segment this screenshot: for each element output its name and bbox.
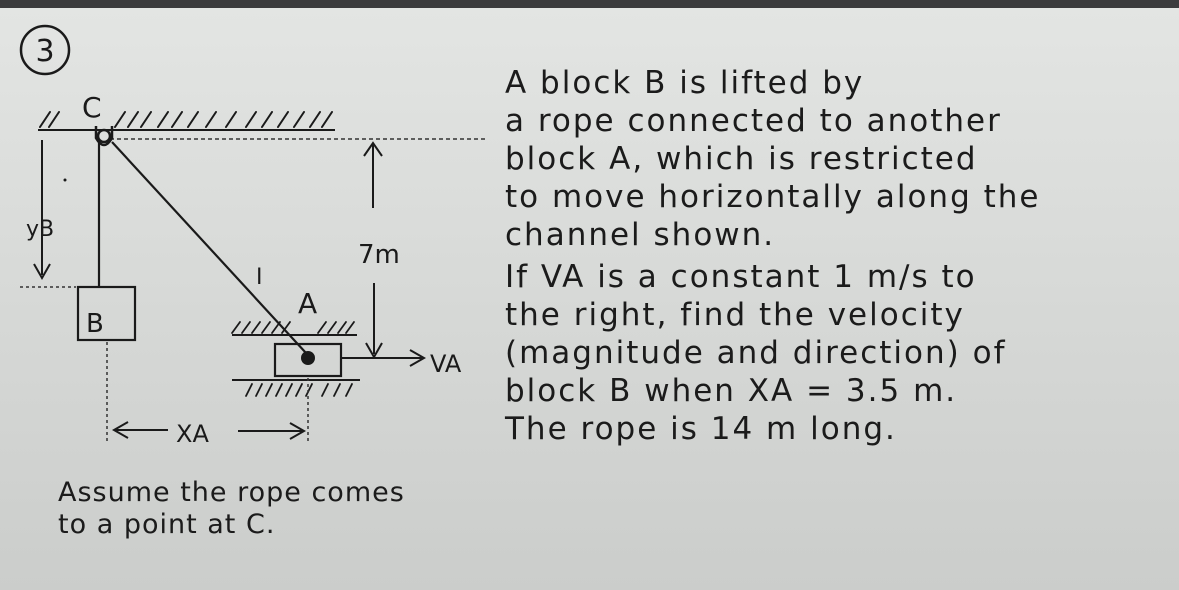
pulley-c <box>94 126 114 147</box>
block-b-label: B <box>86 309 104 339</box>
problem-line-6: If VA is a constant 1 m/s to <box>505 259 977 295</box>
problem-line-4: to move horizontally along the <box>505 179 1041 215</box>
va-arrow <box>342 349 427 367</box>
block-a-label: A <box>298 287 317 320</box>
block-a <box>273 342 343 378</box>
problem-number-badge: 3 <box>19 24 71 76</box>
height-label: 7m <box>358 240 400 270</box>
text-cursor-glyph: I <box>256 265 263 290</box>
paper-background <box>0 8 1179 590</box>
problem-line-9: block B when XA = 3.5 m. <box>505 373 958 409</box>
problem-line-2: a rope connected to another <box>505 103 1002 139</box>
channel-top-hatching <box>231 321 355 334</box>
yb-label: yB <box>26 217 54 242</box>
rope-c-to-a <box>111 141 307 354</box>
problem-statement: A block B is lifted by a rope connected … <box>505 64 1155 448</box>
top-bezel <box>0 0 1179 8</box>
problem-line-3: block A, which is restricted <box>505 141 978 177</box>
va-label: VA <box>430 350 462 378</box>
problem-line-1: A block B is lifted by <box>505 65 865 101</box>
xa-dimension <box>111 421 307 440</box>
problem-line-8: (magnitude and direction) of <box>505 335 1007 371</box>
note-line-1: Assume the rope comes <box>58 477 405 508</box>
block-b <box>76 285 137 342</box>
problem-line-10: The rope is 14 m long. <box>505 411 897 447</box>
problem-line-7: the right, find the velocity <box>505 297 965 333</box>
point-c-label: C <box>82 91 102 124</box>
block-a-pin <box>301 351 315 365</box>
channel-bottom-hatching <box>245 383 353 397</box>
problem-number: 3 <box>35 34 54 69</box>
problem-line-5: channel shown. <box>505 217 776 253</box>
note-line-2: to a point at C. <box>58 509 276 540</box>
assumption-note: Assume the rope comes to a point at C. <box>58 477 478 541</box>
xa-label: XA <box>176 420 209 448</box>
yb-dimension <box>20 140 76 288</box>
ceiling-hatching <box>39 111 333 128</box>
